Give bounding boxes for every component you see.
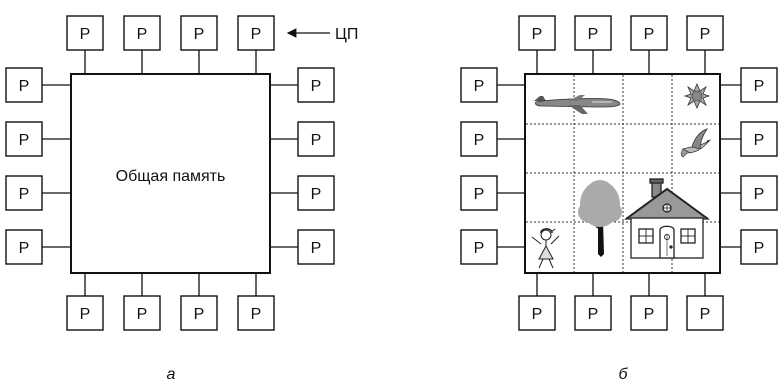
processor-bottom-3: P — [181, 296, 217, 330]
processor-top-4: P — [238, 16, 274, 50]
processor-label: P — [588, 26, 599, 43]
processor-left-4: P — [6, 230, 42, 264]
processor-label: P — [474, 132, 485, 149]
processor-bottom-4: P — [238, 296, 274, 330]
processor-label: P — [311, 132, 322, 149]
processor-top-3: P — [631, 16, 667, 50]
processor-label: P — [474, 78, 485, 95]
processor-label: P — [137, 26, 148, 43]
processor-label: P — [251, 26, 262, 43]
processor-label: P — [19, 132, 30, 149]
processor-label: P — [754, 240, 765, 257]
processor-label: P — [532, 26, 543, 43]
processor-bottom-1: P — [519, 296, 555, 330]
processor-label: P — [194, 26, 205, 43]
panel-a: Общая память P P P P P P P P P P P P P P P P ЦП а — [6, 16, 358, 383]
processor-left-1: P — [6, 68, 42, 102]
processor-right-3: P — [298, 176, 334, 210]
processor-label: P — [137, 306, 148, 323]
processor-right-4: P — [741, 230, 777, 264]
processor-label: P — [532, 306, 543, 323]
processor-left-1: P — [461, 68, 497, 102]
processor-top-1: P — [67, 16, 103, 50]
processor-label: P — [80, 26, 91, 43]
processor-bottom-3: P — [631, 296, 667, 330]
processor-bottom-4: P — [687, 296, 723, 330]
processor-label: P — [754, 186, 765, 203]
processor-label: P — [644, 306, 655, 323]
processor-top-4: P — [687, 16, 723, 50]
processor-label: P — [474, 240, 485, 257]
processor-bottom-2: P — [124, 296, 160, 330]
processor-top-1: P — [519, 16, 555, 50]
processor-label: P — [19, 186, 30, 203]
caption-b: б — [619, 366, 629, 383]
processor-label: P — [19, 240, 30, 257]
processor-label: P — [588, 306, 599, 323]
processor-top-2: P — [575, 16, 611, 50]
processor-right-4: P — [298, 230, 334, 264]
processor-left-2: P — [6, 122, 42, 156]
cpu-annotation: ЦП — [335, 26, 358, 43]
processor-right-3: P — [741, 176, 777, 210]
processor-left-3: P — [461, 176, 497, 210]
processor-label: P — [311, 186, 322, 203]
sun-icon — [685, 84, 709, 108]
processor-label: P — [644, 26, 655, 43]
processor-top-2: P — [124, 16, 160, 50]
processor-label: P — [19, 78, 30, 95]
processor-label: P — [311, 240, 322, 257]
processor-left-2: P — [461, 122, 497, 156]
shared-memory-label: Общая память — [116, 168, 226, 185]
processor-left-3: P — [6, 176, 42, 210]
processor-left-4: P — [461, 230, 497, 264]
processor-bottom-2: P — [575, 296, 611, 330]
processor-top-3: P — [181, 16, 217, 50]
processor-right-2: P — [298, 122, 334, 156]
processor-bottom-1: P — [67, 296, 103, 330]
processor-label: P — [754, 78, 765, 95]
processor-label: P — [311, 78, 322, 95]
processor-right-1: P — [298, 68, 334, 102]
processor-label: P — [80, 306, 91, 323]
processor-label: P — [700, 26, 711, 43]
processor-label: P — [700, 306, 711, 323]
processor-label: P — [754, 132, 765, 149]
processor-label: P — [474, 186, 485, 203]
panel-b: P P P P P P P P P P P P P P P P б — [461, 16, 777, 383]
processor-label: P — [194, 306, 205, 323]
processor-right-2: P — [741, 122, 777, 156]
processor-label: P — [251, 306, 262, 323]
processor-right-1: P — [741, 68, 777, 102]
caption-a: а — [167, 366, 176, 383]
